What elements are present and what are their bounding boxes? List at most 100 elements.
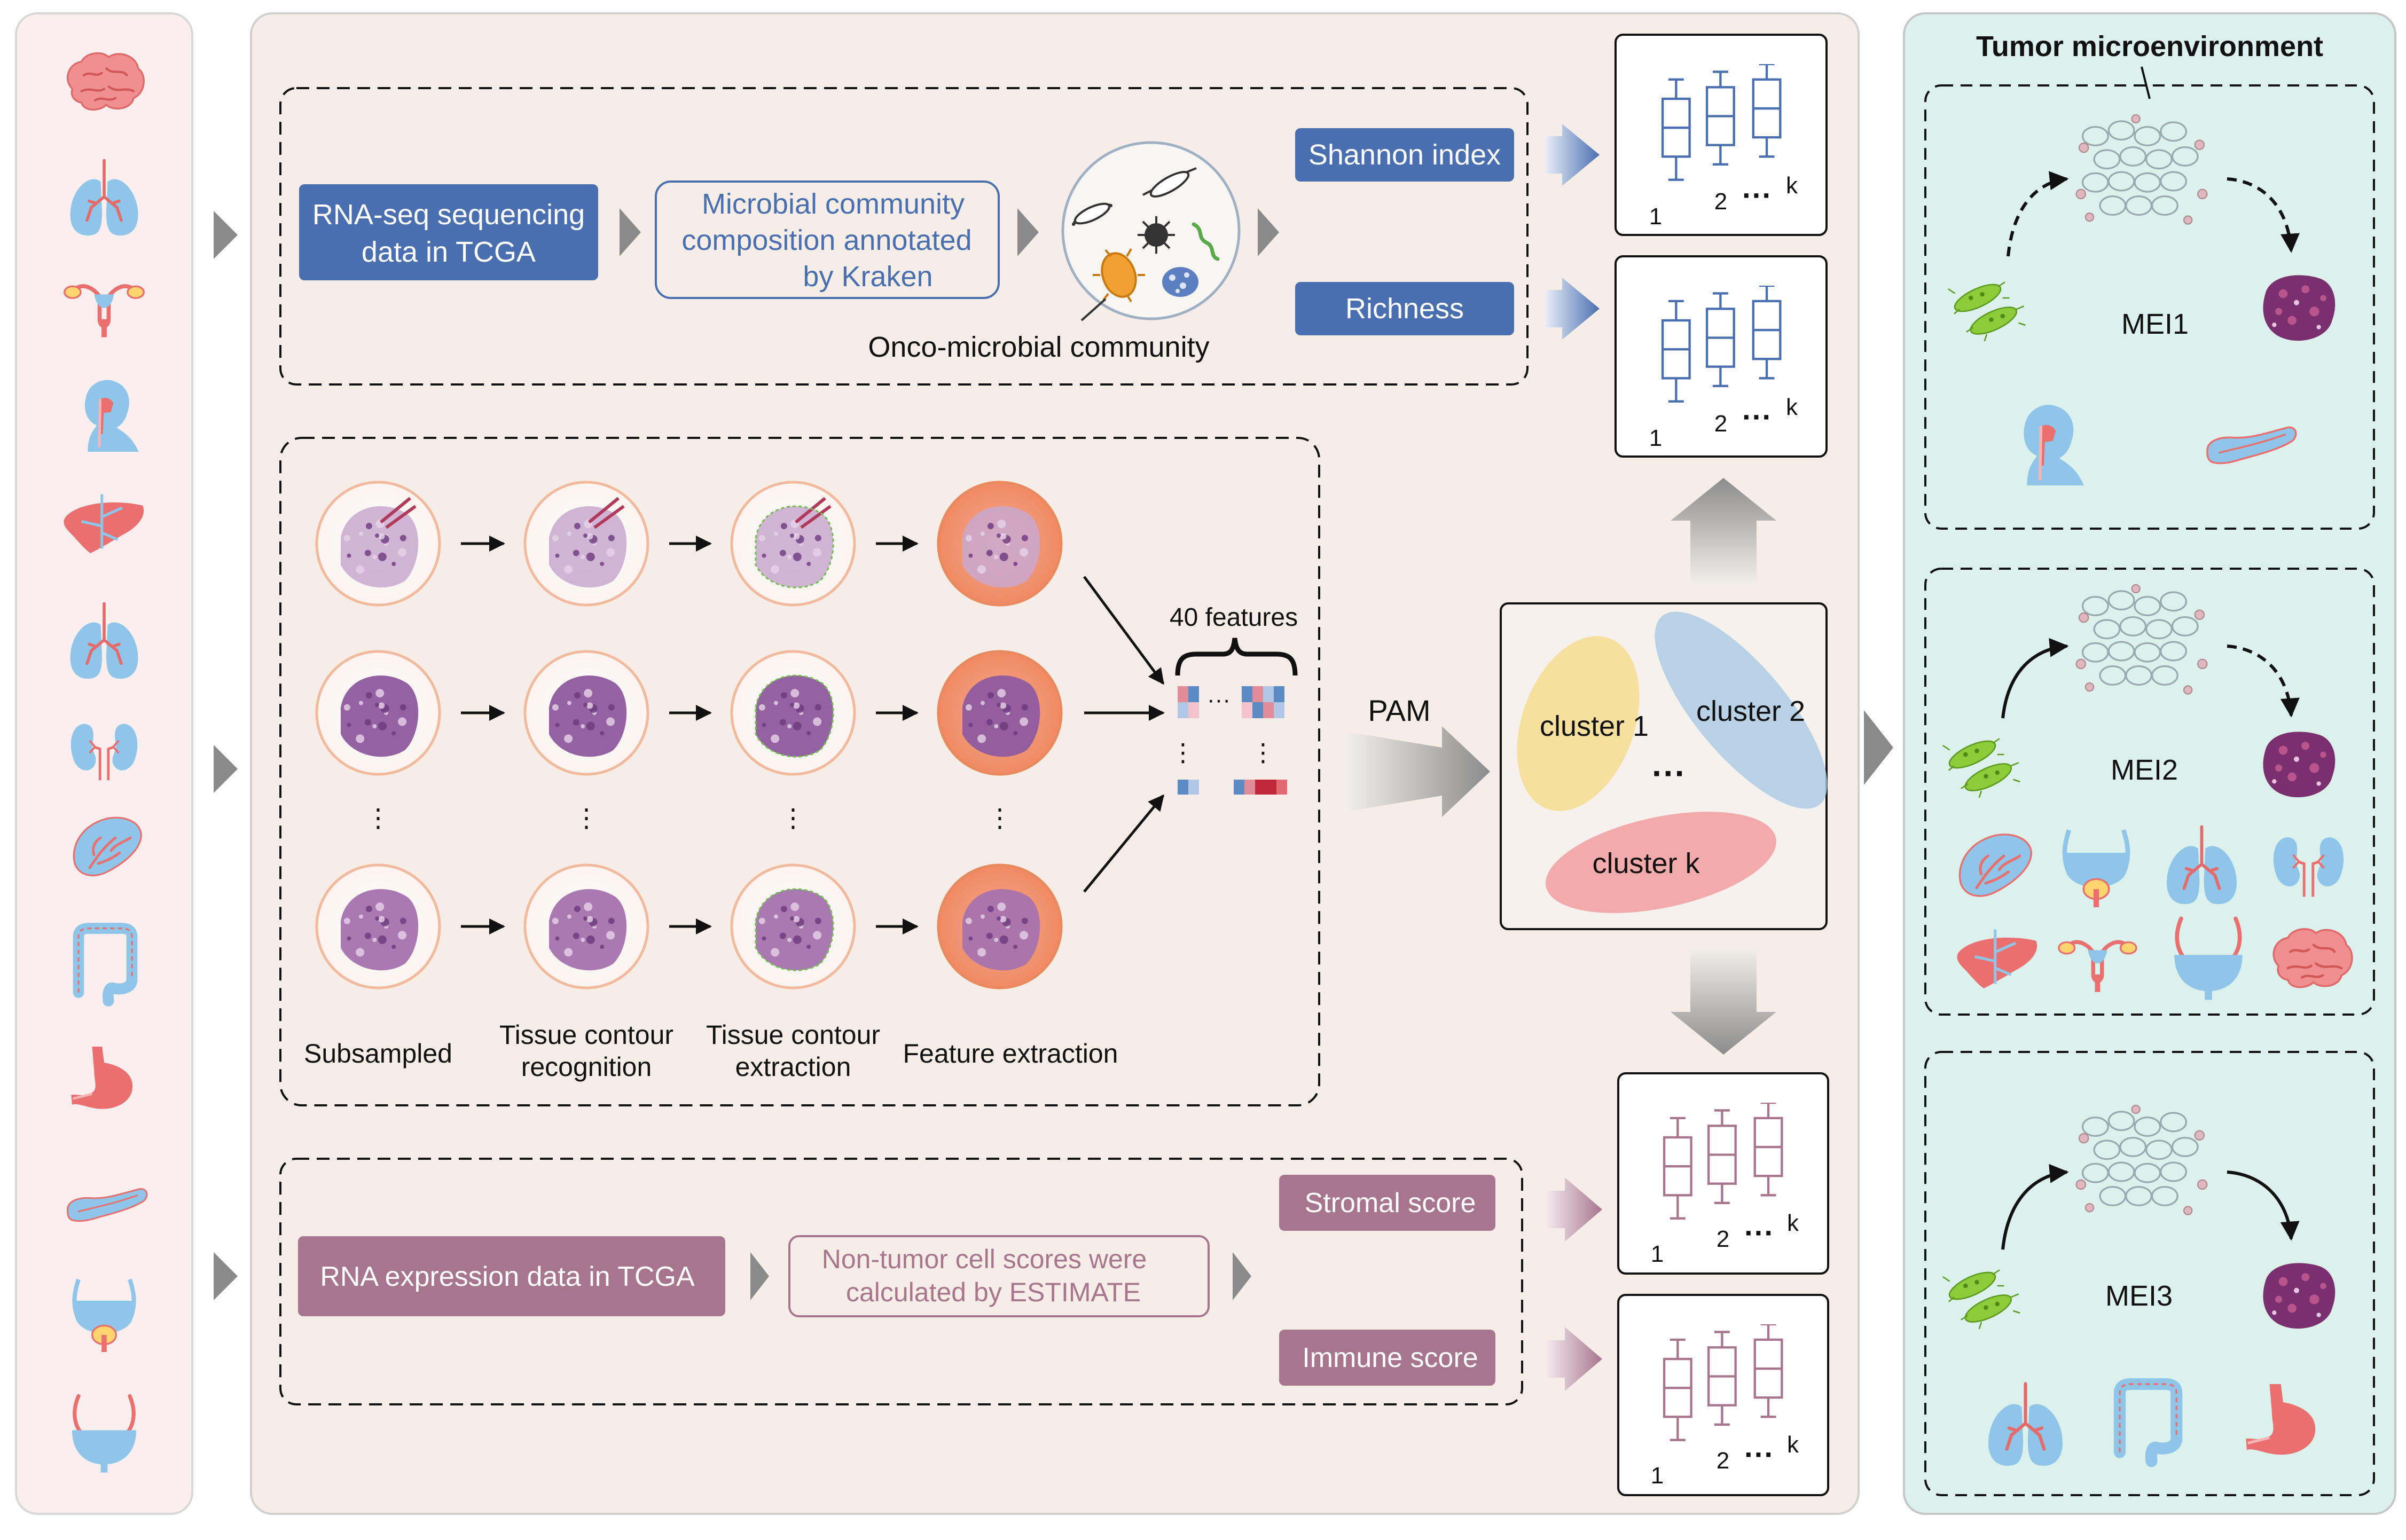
- stromal-score-label: Stromal score: [1305, 1188, 1476, 1219]
- tissue-thumbnail: [730, 650, 856, 776]
- curly-brace-icon: [1175, 638, 1298, 676]
- arrow-right-icon: [1545, 278, 1600, 340]
- brain-icon: [2274, 929, 2352, 987]
- cluster-2-ellipse: [1655, 611, 1828, 809]
- tissue-thumbnail: [523, 863, 649, 989]
- boxplot-dots: ···: [1742, 178, 1772, 212]
- arrow-right-icon: [1546, 1327, 1602, 1391]
- cluster-1-label: cluster 1: [1540, 710, 1649, 742]
- pam-arrow-icon: [1346, 726, 1490, 817]
- mei1-label: MEI1: [2121, 308, 2189, 340]
- tme-title-pointer: [2141, 66, 2151, 99]
- solid-arrow-icon: [2001, 638, 2069, 719]
- immune-score-label: Immune score: [1302, 1342, 1478, 1373]
- rna-seq-label-line1: RNA-seq sequencing: [312, 199, 585, 231]
- boxplot-label-k: k: [1787, 1210, 1799, 1236]
- right-tme-panel: [1903, 12, 2396, 1515]
- arrow-right-icon: [1546, 1177, 1602, 1242]
- estimate-box: [788, 1235, 1210, 1317]
- boxplot-label-1: 1: [1649, 203, 1662, 230]
- rna-seq-label-line2: data in TCGA: [362, 236, 536, 268]
- arrow-icon: [1083, 576, 1165, 685]
- cluster-k-label: cluster k: [1592, 847, 1700, 879]
- dashed-arrow-icon: [2227, 177, 2300, 253]
- boxplot-label-1: 1: [1651, 1241, 1664, 1267]
- boxplot-label-2: 2: [1717, 1226, 1729, 1252]
- tumor-tissue-icon: [2263, 1263, 2336, 1329]
- boxplot-label-k: k: [1787, 1432, 1799, 1458]
- mei3-group: MEI3: [1924, 1051, 2375, 1496]
- solid-arrow-icon: [2001, 1164, 2069, 1250]
- chevron-right-icon: [214, 1252, 238, 1300]
- col-label-extraction-2: extraction: [735, 1052, 851, 1082]
- cluster-1-ellipse: [1517, 636, 1640, 811]
- vertical-ellipsis: ⋮: [780, 804, 806, 832]
- cluster-ellipsis: ···: [1652, 754, 1686, 792]
- arrow-right-icon: [1545, 124, 1600, 186]
- col-label-recognition-1: Tissue contour: [499, 1020, 673, 1050]
- feature-matrix: ··· ⋮ ⋮: [1171, 686, 1287, 795]
- col-label-extraction-1: Tissue contour: [706, 1020, 880, 1050]
- rna-expr-box: [298, 1236, 725, 1316]
- matrix-hdots: ···: [1207, 687, 1231, 713]
- tissue-thumbnail: [730, 481, 856, 607]
- mei2-label: MEI2: [2111, 754, 2178, 786]
- chevron-right-icon: [750, 1252, 769, 1300]
- shannon-index-label: Shannon index: [1308, 139, 1501, 171]
- tissue-image-grid: ⋮ ⋮ ⋮ ⋮: [315, 481, 1063, 989]
- boxplot-label-1: 1: [1649, 425, 1662, 451]
- chevron-right-icon: [1233, 1252, 1251, 1300]
- rna-seq-box: [299, 184, 598, 280]
- arrow-icon: [1083, 794, 1164, 893]
- tissue-thumbnail: [523, 481, 649, 607]
- boxplot-label-2: 2: [1717, 1448, 1729, 1474]
- boxplot-label-2: 2: [1714, 188, 1727, 215]
- arrow-up-icon: [1671, 478, 1776, 585]
- vertical-ellipsis: ⋮: [574, 804, 599, 832]
- chevron-right-icon: [1017, 208, 1039, 256]
- boxplot-label-k: k: [1786, 172, 1798, 199]
- solid-arrow-icon: [2227, 1170, 2300, 1241]
- col-label-subsampled: Subsampled: [304, 1039, 452, 1068]
- richness-box: [1295, 282, 1514, 335]
- boxplot-label-k: k: [1786, 394, 1798, 420]
- dashed-arrow-icon: [2227, 645, 2300, 718]
- onco-microbial-label: Onco-microbial community: [868, 331, 1209, 363]
- tissue-thumbnail: [937, 650, 1063, 776]
- microbial-label-line3: by Kraken: [803, 261, 932, 293]
- features-label: 40 features: [1170, 603, 1298, 632]
- chevron-right-icon: [214, 745, 238, 793]
- tissue-thumbnail: [730, 863, 856, 989]
- onco-microbial-community: [1061, 141, 1241, 321]
- left-organ-panel: [15, 12, 193, 1515]
- col-label-feature: Feature extraction: [903, 1039, 1118, 1068]
- bacteria-icon: [1072, 167, 1220, 303]
- mei3-label: MEI3: [2105, 1280, 2173, 1312]
- rna-expr-label: RNA expression data in TCGA: [320, 1261, 695, 1292]
- chevron-right-icon: [1258, 208, 1279, 256]
- boxplot-dots: ···: [1742, 400, 1772, 434]
- main-workflow-panel: [250, 12, 1860, 1515]
- bottom-dashed-group: [279, 1158, 1523, 1405]
- tissue-thumbnail: [937, 481, 1063, 607]
- col-label-recognition-2: recognition: [521, 1052, 652, 1082]
- cluster-2-label: cluster 2: [1696, 695, 1805, 727]
- vertical-ellipsis: ⋮: [987, 804, 1013, 832]
- brain-icon: [68, 53, 144, 110]
- arrow-down-icon: [1671, 948, 1776, 1055]
- vertical-ellipsis: ⋮: [365, 804, 391, 832]
- shannon-boxplot: 1 2 ··· k: [1615, 34, 1828, 236]
- boxplot-label-1: 1: [1651, 1463, 1664, 1489]
- microbial-box: [655, 180, 1000, 299]
- boxplot-label-2: 2: [1714, 411, 1727, 437]
- tme-title: Tumor microenvironment: [1976, 30, 2323, 62]
- tissue-thumbnail: [315, 481, 441, 607]
- tissue-thumbnail: [937, 863, 1063, 989]
- tissue-thumbnail: [523, 650, 649, 776]
- middle-dashed-group: [279, 437, 1320, 1106]
- pam-label: PAM: [1368, 694, 1430, 727]
- stromal-boxplot: 1 2 ··· k: [1617, 1072, 1829, 1275]
- tissue-thumbnail: [315, 650, 441, 776]
- tissue-thumbnail: [315, 863, 441, 989]
